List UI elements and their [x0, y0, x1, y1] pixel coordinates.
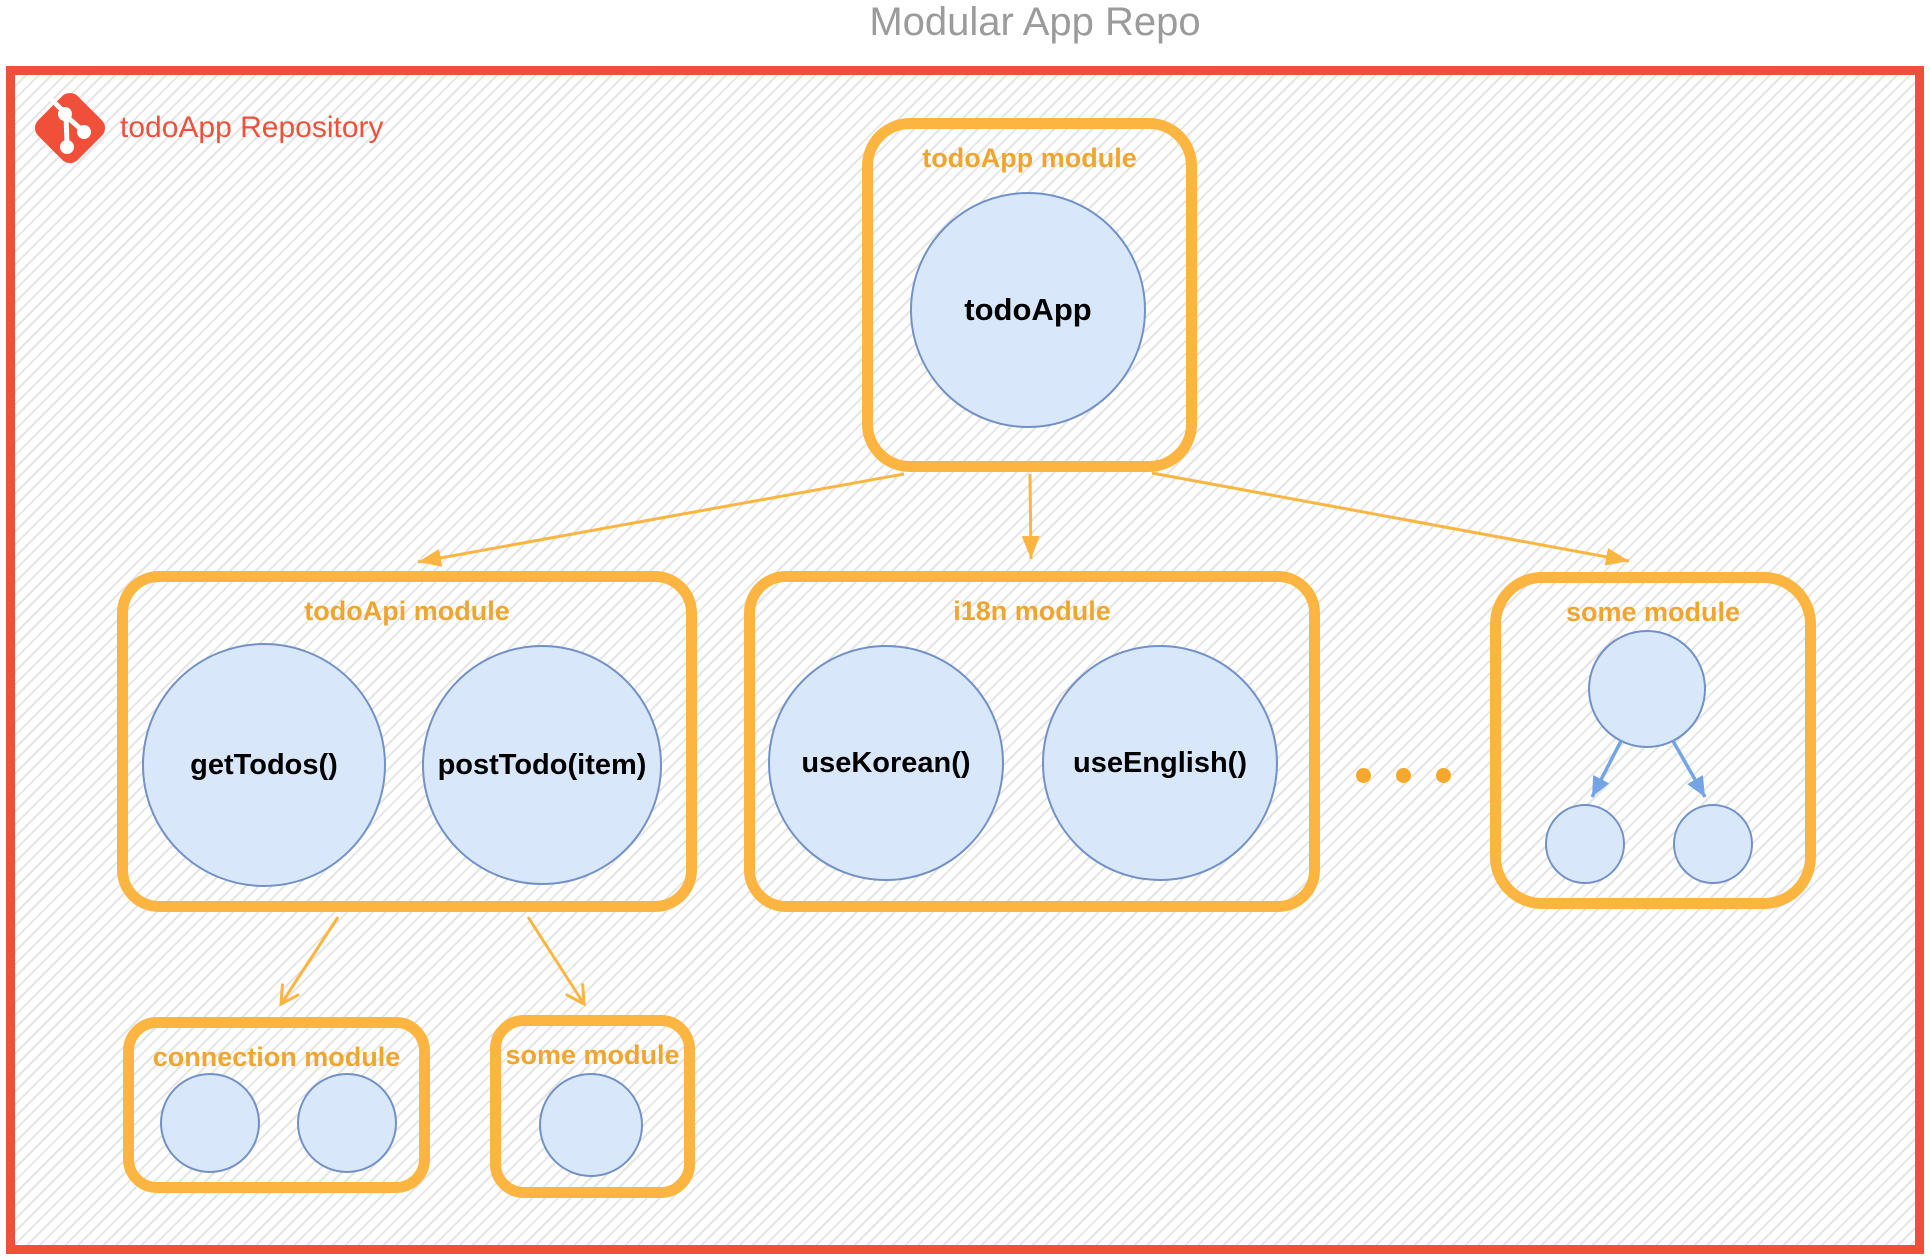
module-some-bottom-title: some module: [505, 1040, 680, 1070]
node-posttodo: postTodo(item): [422, 645, 662, 885]
ellipsis-dot: [1356, 768, 1371, 783]
node-usekorean: useKorean(): [768, 645, 1004, 881]
module-connection: connection module: [123, 1017, 430, 1193]
ellipsis-dot: [1436, 768, 1451, 783]
node-unnamed-child: [1545, 804, 1625, 884]
module-todoapi-title: todoApi module: [304, 596, 510, 626]
node-unnamed: [160, 1073, 260, 1173]
node-useenglish: useEnglish(): [1042, 645, 1278, 881]
node-gettodos: getTodos(): [142, 643, 386, 887]
module-i18n: i18n module: [744, 571, 1320, 912]
module-some-right-title: some module: [1565, 597, 1741, 627]
module-some-right: some module: [1490, 572, 1816, 909]
module-todoapp: todoApp module: [862, 118, 1197, 472]
module-i18n-title: i18n module: [953, 596, 1111, 626]
module-todoapp-title: todoApp module: [922, 143, 1137, 173]
page-title: Modular App Repo: [869, 0, 1201, 44]
node-todoapp: todoApp: [910, 192, 1146, 428]
node-unnamed-parent: [1588, 630, 1706, 748]
module-connection-title: connection module: [152, 1042, 401, 1072]
node-unnamed: [297, 1073, 397, 1173]
node-unnamed-child: [1673, 804, 1753, 884]
git-icon: [30, 88, 110, 168]
module-some-bottom: some module: [490, 1015, 695, 1198]
node-unnamed: [539, 1073, 643, 1177]
repository-name: todoApp Repository: [120, 111, 384, 144]
ellipsis-dot: [1396, 768, 1411, 783]
module-todoapi: todoApi module: [117, 571, 697, 912]
